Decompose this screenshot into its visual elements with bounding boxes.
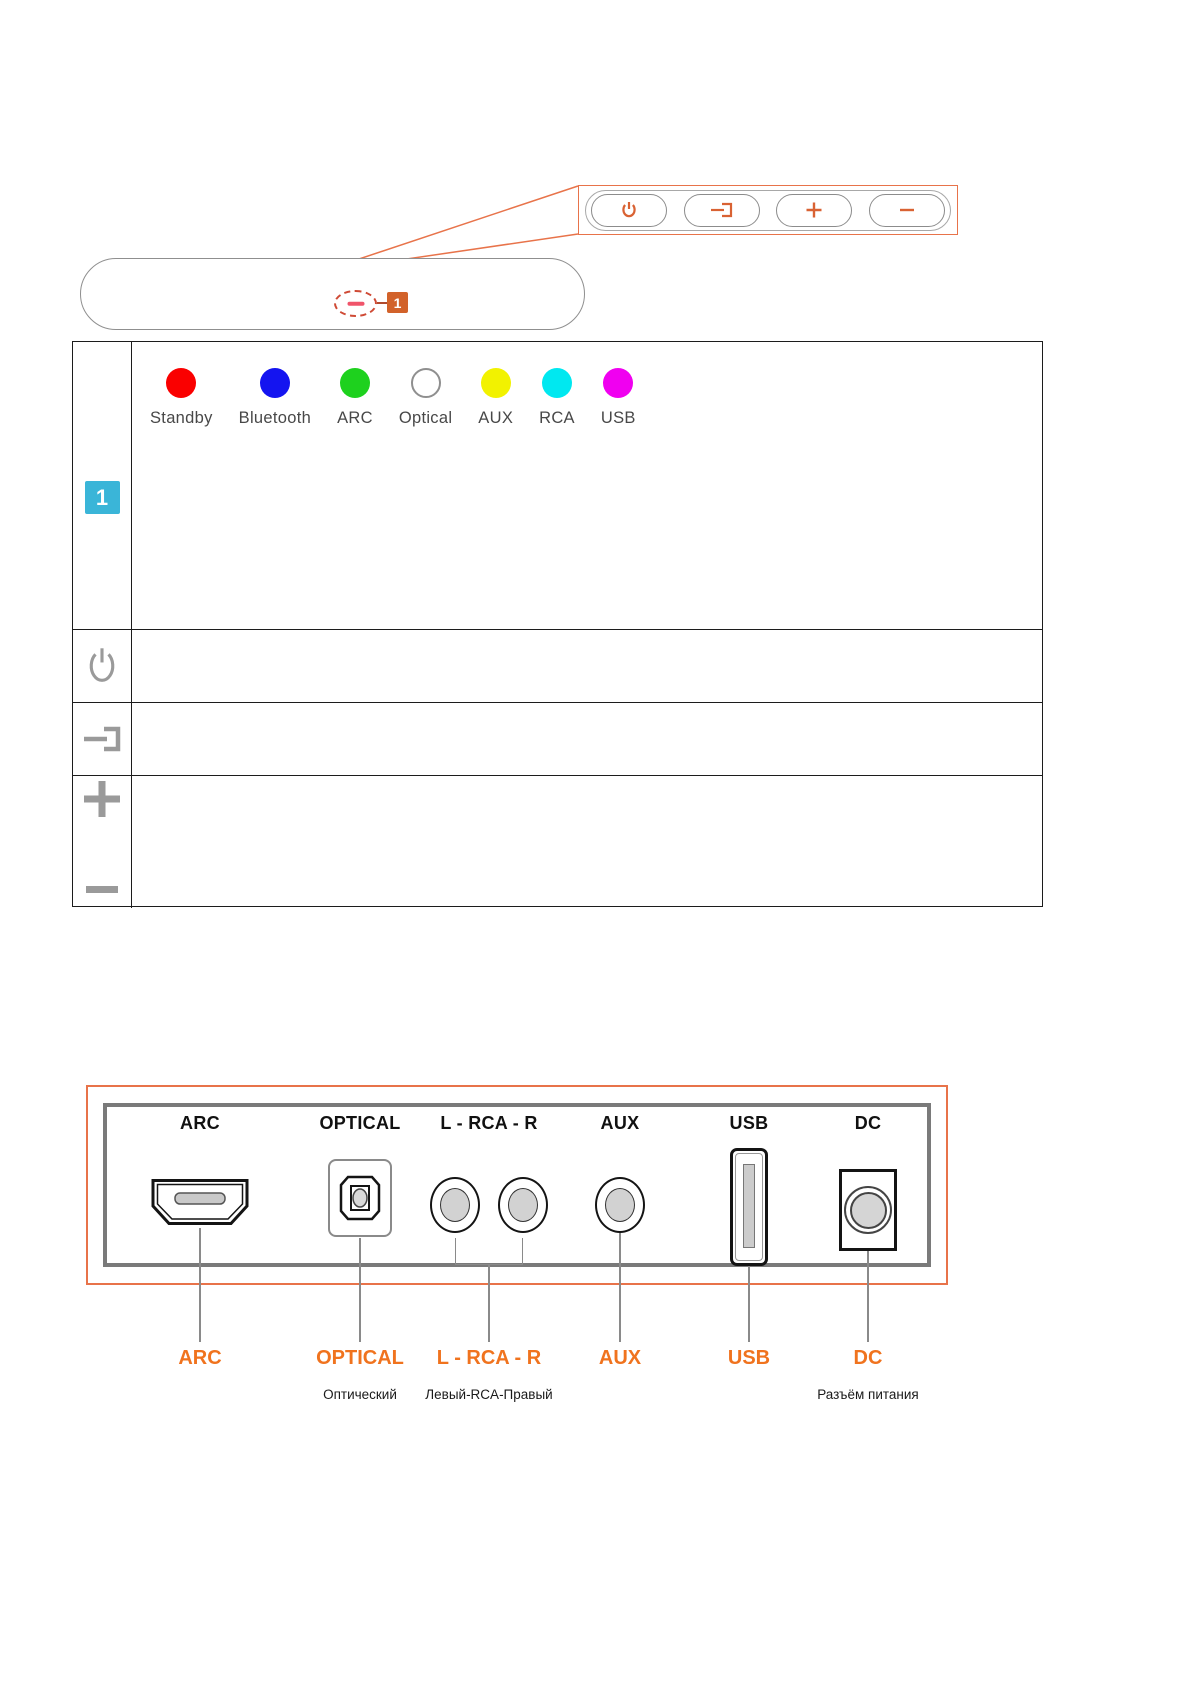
volume-down-button: [868, 193, 945, 227]
table-row1-key-cell: 1: [73, 342, 132, 630]
input-icon: [710, 202, 732, 218]
rca-callout-label: L - RCA - R: [436, 1347, 542, 1369]
power-icon: [89, 648, 115, 682]
led-dash: [347, 301, 364, 306]
callout-badge-1: 1: [387, 292, 408, 313]
table-row2-key-cell: [73, 630, 132, 703]
aux-callout-label: AUX: [598, 1347, 642, 1369]
led-item: Standby: [150, 368, 213, 428]
optical-port-label: OPTICAL: [319, 1113, 401, 1133]
bluetooth-led-dot: [259, 368, 290, 398]
usb-slot: [743, 1164, 755, 1248]
usb-port-label: USB: [729, 1113, 769, 1133]
dc-sublabel-ru: Разъём питания: [817, 1387, 919, 1402]
rca-bracket: [454, 1238, 523, 1265]
table-row2-value-cell: [132, 630, 1042, 703]
rca-port-label: L - RCA - R: [440, 1113, 538, 1133]
usb-callout-line: [748, 1266, 750, 1342]
led-table: 1 Standby Bluetooth ARC Optical: [72, 341, 1043, 908]
table-row4-value-cell: [132, 776, 1042, 908]
rear-panel-diagram: ARC OPTICAL L - RCA - R AUX USB DC: [0, 1085, 1190, 1445]
rca-right-core: [508, 1188, 538, 1222]
power-button: [591, 193, 667, 227]
minus-icon: [86, 886, 118, 893]
rca-callout-line: [488, 1265, 490, 1342]
aux-callout-line: [619, 1233, 621, 1342]
dc-port-label: DC: [854, 1113, 882, 1133]
optical-led-dot: [410, 368, 441, 398]
input-icon: [84, 726, 121, 752]
led-item: Bluetooth: [239, 368, 311, 428]
led-label: Bluetooth: [238, 409, 312, 427]
plus-icon: [806, 202, 822, 218]
table-row1-value-cell: Standby Bluetooth ARC Optical AUX: [132, 342, 1042, 630]
top-button-panel-callout: [578, 185, 958, 235]
table-row4-key-cell: [73, 776, 132, 908]
led-label: USB: [600, 409, 636, 427]
led-indicator-ellipse: [334, 290, 377, 317]
rca-right-port-icon: [498, 1177, 548, 1233]
minus-icon: [899, 208, 914, 212]
optical-callout-label: OPTICAL: [316, 1347, 404, 1369]
rca-left-port-icon: [430, 1177, 480, 1233]
table-row3-value-cell: [132, 703, 1042, 776]
led-label: Optical: [398, 409, 453, 427]
rear-panel-callout-frame: [86, 1085, 948, 1285]
dc-core: [849, 1191, 887, 1229]
led-item: ARC: [337, 368, 373, 428]
arc-led-dot: [339, 368, 370, 398]
table-row3-key-cell: [73, 703, 132, 776]
aux-core: [605, 1188, 635, 1222]
callout-connector-line: [377, 302, 387, 304]
plus-icon: [84, 781, 120, 817]
hdmi-port-icon: [151, 1179, 249, 1225]
led-label: ARC: [337, 409, 373, 427]
dc-ring: [844, 1186, 892, 1234]
input-button: [683, 193, 760, 227]
optical-port-icon: [328, 1159, 392, 1237]
aux-port-label: AUX: [600, 1113, 640, 1133]
soundbar-outline: [80, 258, 585, 330]
aux-port-icon: [595, 1177, 645, 1233]
row1-badge: 1: [84, 481, 120, 514]
arc-callout-label: ARC: [178, 1347, 222, 1369]
led-strip: Standby Bluetooth ARC Optical AUX: [132, 342, 1042, 428]
led-label: RCA: [539, 409, 575, 427]
led-label: AUX: [478, 409, 514, 427]
led-item: AUX: [478, 368, 513, 428]
dc-callout-label: DC: [853, 1347, 883, 1369]
power-icon: [622, 202, 636, 218]
volume-up-button: [776, 193, 853, 227]
rca-led-dot: [542, 368, 572, 398]
led-item: USB: [601, 368, 636, 428]
usb-port-icon: [730, 1148, 768, 1266]
led-item: Optical: [399, 368, 452, 428]
arc-callout-line: [199, 1228, 201, 1342]
arc-port-label: ARC: [180, 1113, 220, 1133]
dc-callout-line: [867, 1251, 869, 1342]
button-strip: [585, 189, 951, 231]
optical-sublabel-ru: Оптический: [323, 1387, 397, 1402]
rca-left-core: [440, 1188, 470, 1222]
usb-callout-label: USB: [727, 1347, 771, 1369]
standby-led-dot: [166, 368, 197, 398]
led-label: Standby: [150, 409, 213, 427]
aux-led-dot: [480, 368, 511, 398]
dc-port-icon: [839, 1169, 897, 1251]
led-item: RCA: [539, 368, 575, 428]
rca-sublabel-ru: Левый-RCA-Правый: [425, 1387, 553, 1402]
optical-callout-line: [359, 1238, 361, 1342]
usb-led-dot: [603, 368, 634, 398]
